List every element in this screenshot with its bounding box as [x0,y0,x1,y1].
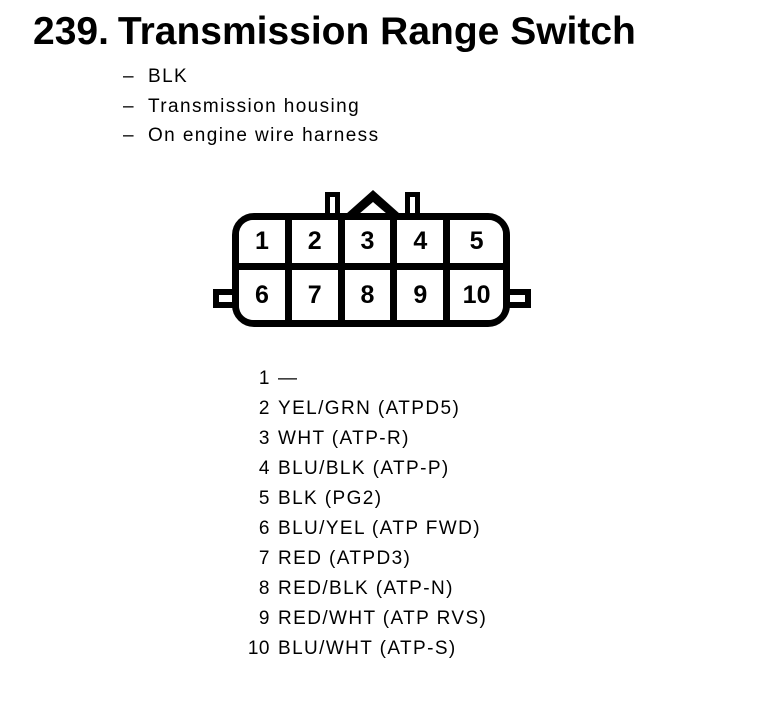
pinout-pin-number: 5 [258,488,270,509]
pinout-row: 9 RED/WHT (ATP RVS) [222,604,487,634]
pinout-pin-number: 7 [258,548,270,569]
pinout-row: 5 BLK (PG2) [222,484,487,514]
note-dash: – [123,125,134,146]
figure-title: 239.Transmission Range Switch [33,12,636,51]
notes-list: –BLK –Transmission housing –On engine wi… [123,62,379,151]
pinout-wire-label: RED (ATPD3) [278,548,412,569]
pin-cell: 7 [291,270,345,320]
pinout-pin-number: 8 [258,578,270,599]
pinout-pin-number: 10 [247,638,270,659]
pinout-wire-label: — [278,368,299,389]
pin-cell: 6 [239,270,292,320]
pinout-wire-label: WHT (ATP-R) [278,428,410,449]
pin-cell: 10 [450,270,503,320]
connector-diagram: 1 2 3 4 5 6 7 8 9 10 [213,190,531,327]
figure-title-text: Transmission Range Switch [117,10,636,53]
pinout-row: 6 BLU/YEL (ATP FWD) [222,514,487,544]
pin-cell: 2 [291,220,345,270]
pin-cell: 4 [397,220,451,270]
note-dash: – [123,66,134,87]
pinout-wire-label: BLU/YEL (ATP FWD) [278,518,481,539]
pinout-pin-number: 4 [258,458,270,479]
pinout-pin-number: 9 [258,608,270,629]
pinout-wire-label: YEL/GRN (ATPD5) [278,398,461,419]
connector-pin-grid: 1 2 3 4 5 6 7 8 9 10 [239,220,503,320]
pinout-pin-number: 3 [258,428,270,449]
note-line: –On engine wire harness [123,121,379,151]
pinout-row: 4 BLU/BLK (ATP-P) [222,454,487,484]
pin-cell: 3 [344,220,398,270]
pinout-wire-label: BLK (PG2) [278,488,383,509]
pinout-row: 2 YEL/GRN (ATPD5) [222,394,487,424]
pinout-wire-label: BLU/BLK (ATP-P) [278,458,450,479]
pinout-pin-number: 6 [258,518,270,539]
figure-number: 239. [33,10,109,53]
pinout-wire-label: RED/BLK (ATP-N) [278,578,454,599]
latch-triangle-inner [359,202,387,214]
note-text: Transmission housing [148,95,361,117]
latch-tab-left [325,192,340,214]
pinout-row: 3 WHT (ATP-R) [222,424,487,454]
note-line: –BLK [123,62,379,92]
pinout-pin-number: 2 [258,398,270,419]
pinout-row: 7 RED (ATPD3) [222,544,487,574]
connector-body: 1 2 3 4 5 6 7 8 9 10 [232,213,510,327]
pinout-pin-number: 1 [258,368,270,389]
pinout-row: 8 RED/BLK (ATP-N) [222,574,487,604]
note-line: –Transmission housing [123,92,379,122]
pinout-wire-label: RED/WHT (ATP RVS) [278,608,488,629]
side-tab-right [504,289,531,308]
latch-tab-right [405,192,420,214]
pinout-row: 10 BLU/WHT (ATP-S) [222,634,487,664]
pin-cell: 1 [239,220,292,270]
pin-cell: 9 [397,270,451,320]
pinout-row: 1— [222,364,487,394]
note-text: BLK [148,66,189,87]
pin-cell: 5 [450,220,503,270]
note-text: On engine wire harness [148,125,380,146]
note-dash: – [123,95,134,117]
pin-cell: 8 [344,270,398,320]
pinout-wire-label: BLU/WHT (ATP-S) [278,638,457,659]
